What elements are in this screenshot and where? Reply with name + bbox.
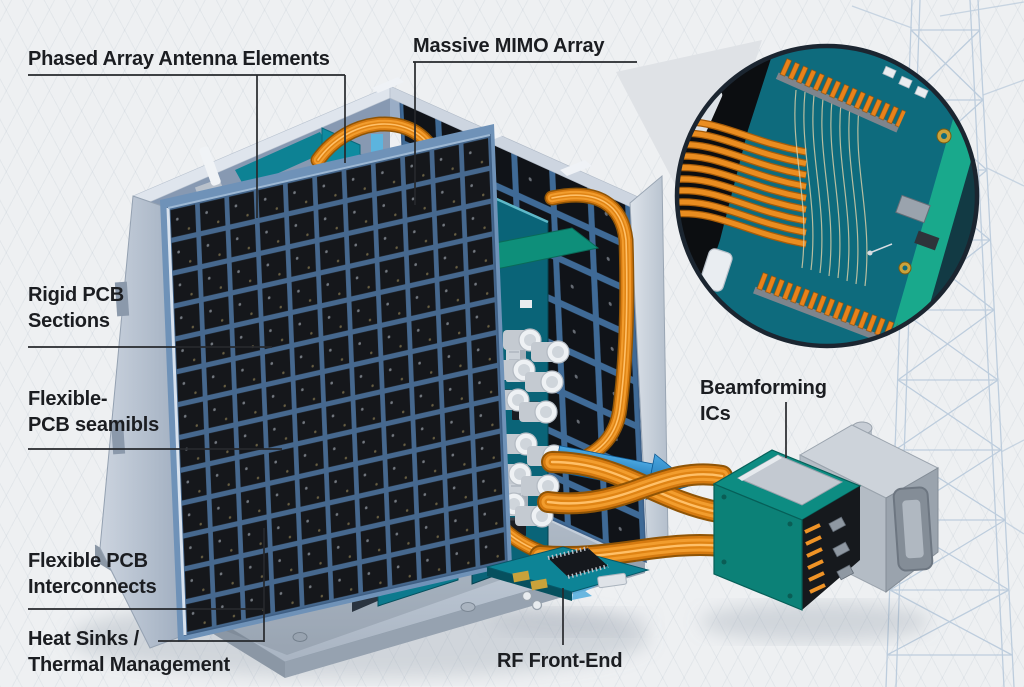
rf-board-shadow bbox=[490, 609, 650, 635]
label-text: PCB seamibls bbox=[28, 414, 159, 436]
label-text: Interconnects bbox=[28, 576, 157, 598]
label-text: RF Front-End bbox=[497, 650, 623, 672]
zif-connector bbox=[597, 572, 627, 589]
label-flexible-pcb-assemblies: Flexible- PCB seamibls bbox=[28, 386, 159, 438]
leader-massive-mimo bbox=[413, 61, 637, 205]
label-heat-sinks-thermal: Heat Sinks / Thermal Management bbox=[28, 626, 230, 678]
label-beamforming-ics: Beamforming ICs bbox=[700, 375, 827, 427]
leader-heat-sinks bbox=[158, 528, 265, 642]
label-rigid-pcb-sections: Rigid PCB Sections bbox=[28, 282, 124, 334]
module-right-face bbox=[802, 486, 860, 610]
label-text: Heat Sinks / bbox=[28, 628, 139, 650]
antenna-panel-front bbox=[160, 124, 512, 642]
label-flexible-pcb-interconnects: Flexible PCB Interconnects bbox=[28, 548, 157, 600]
label-text: Massive MIMO Array bbox=[413, 35, 605, 57]
label-text: ICs bbox=[700, 403, 731, 425]
module-front-face bbox=[713, 483, 803, 611]
beamforming-module bbox=[712, 449, 862, 611]
detail-inset-circle bbox=[674, 43, 980, 349]
label-massive-mimo-array: Massive MIMO Array bbox=[413, 33, 604, 59]
inset-pin-header-top bbox=[775, 56, 907, 133]
rf-front-end-board bbox=[485, 546, 650, 611]
leader-phased-array bbox=[28, 74, 346, 218]
label-text: Flexible PCB bbox=[28, 550, 148, 572]
flex-pin-accordion bbox=[804, 523, 826, 594]
gold-connector bbox=[512, 570, 530, 583]
label-text: Rigid PCB bbox=[28, 284, 124, 306]
label-text: Thermal Management bbox=[28, 654, 231, 676]
label-text: Sections bbox=[28, 310, 110, 332]
label-phased-array-antenna-elements: Phased Array Antenna Elements bbox=[28, 46, 330, 72]
label-text: Flexible- bbox=[28, 388, 108, 410]
leader-lines bbox=[28, 61, 787, 645]
inset-pin-header-bottom bbox=[753, 270, 899, 346]
gold-connector bbox=[530, 578, 548, 591]
label-rf-front-end: RF Front-End bbox=[497, 648, 623, 674]
inset-border bbox=[674, 43, 980, 349]
label-text: Beamforming bbox=[700, 377, 827, 399]
module-shadow bbox=[700, 602, 930, 642]
label-text: Phased Array Antenna Elements bbox=[28, 48, 330, 70]
